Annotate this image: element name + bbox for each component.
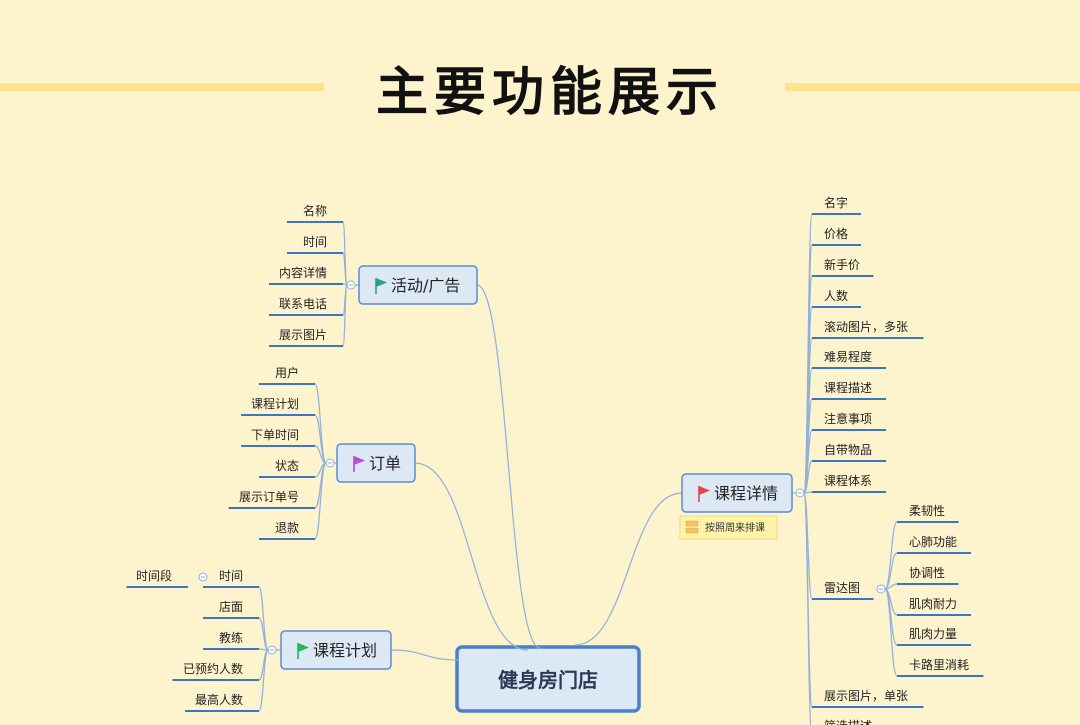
leaf-label: 心肺功能 <box>909 535 957 549</box>
topic-label: 活动/广告 <box>391 276 460 295</box>
topic-node[interactable] <box>681 473 793 513</box>
leaf-label: 用户 <box>275 365 299 380</box>
leaf-label: 教练 <box>219 630 243 645</box>
leaf-label: 时间 <box>219 569 243 583</box>
leaf-label: 卡路里消耗 <box>909 657 969 672</box>
leaf-label: 课程描述 <box>824 380 872 395</box>
flag-icon <box>376 278 387 287</box>
leaf-label: 名字 <box>824 195 848 210</box>
topic-label: 课程详情 <box>714 484 778 503</box>
leaf-label: 展示图片 <box>279 328 327 342</box>
leaf-connector <box>803 460 813 494</box>
leaf-label: 状态 <box>275 459 299 473</box>
leaf-label: 内容详情 <box>279 265 327 280</box>
header-divider-right <box>785 83 1080 91</box>
leaf-connector <box>314 383 327 464</box>
page-title: 主要功能展示 <box>375 63 724 123</box>
leaf-label: 柔韧性 <box>909 504 945 518</box>
leaf-connector <box>342 284 348 347</box>
leaf-label: 筛选描述 <box>824 718 872 725</box>
topic-label: 课程计划 <box>313 641 377 660</box>
leaf-label: 下单时间 <box>251 428 299 442</box>
root-connector <box>574 492 683 646</box>
root-connector <box>476 284 541 649</box>
leaf-connector <box>884 588 898 677</box>
leaf-connector <box>258 649 269 712</box>
note-icon <box>685 520 699 527</box>
leaf-label: 肌肉力量 <box>909 627 957 641</box>
leaf-label: 新手价 <box>824 257 860 272</box>
leaf-connector <box>314 462 327 540</box>
leaf-label: 难易程度 <box>824 349 872 364</box>
leaf-label: 注意事项 <box>824 411 872 426</box>
root-connector <box>414 462 529 651</box>
leaf-label: 人数 <box>824 288 848 303</box>
leaf-connector <box>314 445 327 464</box>
leaf-label: 展示订单号 <box>239 490 299 504</box>
leaf-connector <box>803 491 813 494</box>
leaf-label: 展示图片，单张 <box>824 689 908 703</box>
note-label: 按照周来排课 <box>705 521 765 534</box>
leaf-label: 退款 <box>275 521 299 535</box>
leaf-label: 雷达图 <box>824 581 860 595</box>
leaf-label: 课程计划 <box>251 396 299 411</box>
leaf-label: 滚动图片，多张 <box>824 319 908 334</box>
root-node[interactable] <box>455 645 641 713</box>
leaf-label: 已预约人数 <box>183 661 243 676</box>
leaf-label: 价格 <box>824 226 848 241</box>
header-divider-left <box>0 83 324 91</box>
flag-icon <box>354 456 365 465</box>
leaf-label: 最高人数 <box>195 692 243 707</box>
leaf-label: 店面 <box>219 600 243 614</box>
topic-label: 订单 <box>369 454 401 473</box>
note-icon <box>685 527 699 534</box>
leaf-label: 时间段 <box>136 568 172 583</box>
leaf-label: 肌肉耐力 <box>909 597 957 611</box>
leaf-label: 自带物品 <box>824 443 872 457</box>
leaf-connector <box>314 414 327 464</box>
root-connector <box>390 649 459 661</box>
leaf-label: 时间 <box>303 235 327 249</box>
note-box[interactable] <box>679 515 778 540</box>
leaf-connector <box>803 492 812 725</box>
leaf-connector <box>258 617 269 651</box>
leaf-connector <box>884 552 898 590</box>
topic-node[interactable] <box>336 443 416 483</box>
topic-node[interactable] <box>358 265 478 305</box>
flag-icon <box>699 486 710 495</box>
topic-node[interactable] <box>280 630 392 670</box>
leaf-label: 课程体系 <box>824 473 872 488</box>
flag-icon <box>298 643 309 652</box>
leaf-label: 协调性 <box>909 565 945 580</box>
root-label: 健身房门店 <box>498 668 598 692</box>
leaf-connector <box>342 252 348 286</box>
leaf-label: 名称 <box>303 203 327 218</box>
leaf-label: 联系电话 <box>279 297 327 311</box>
